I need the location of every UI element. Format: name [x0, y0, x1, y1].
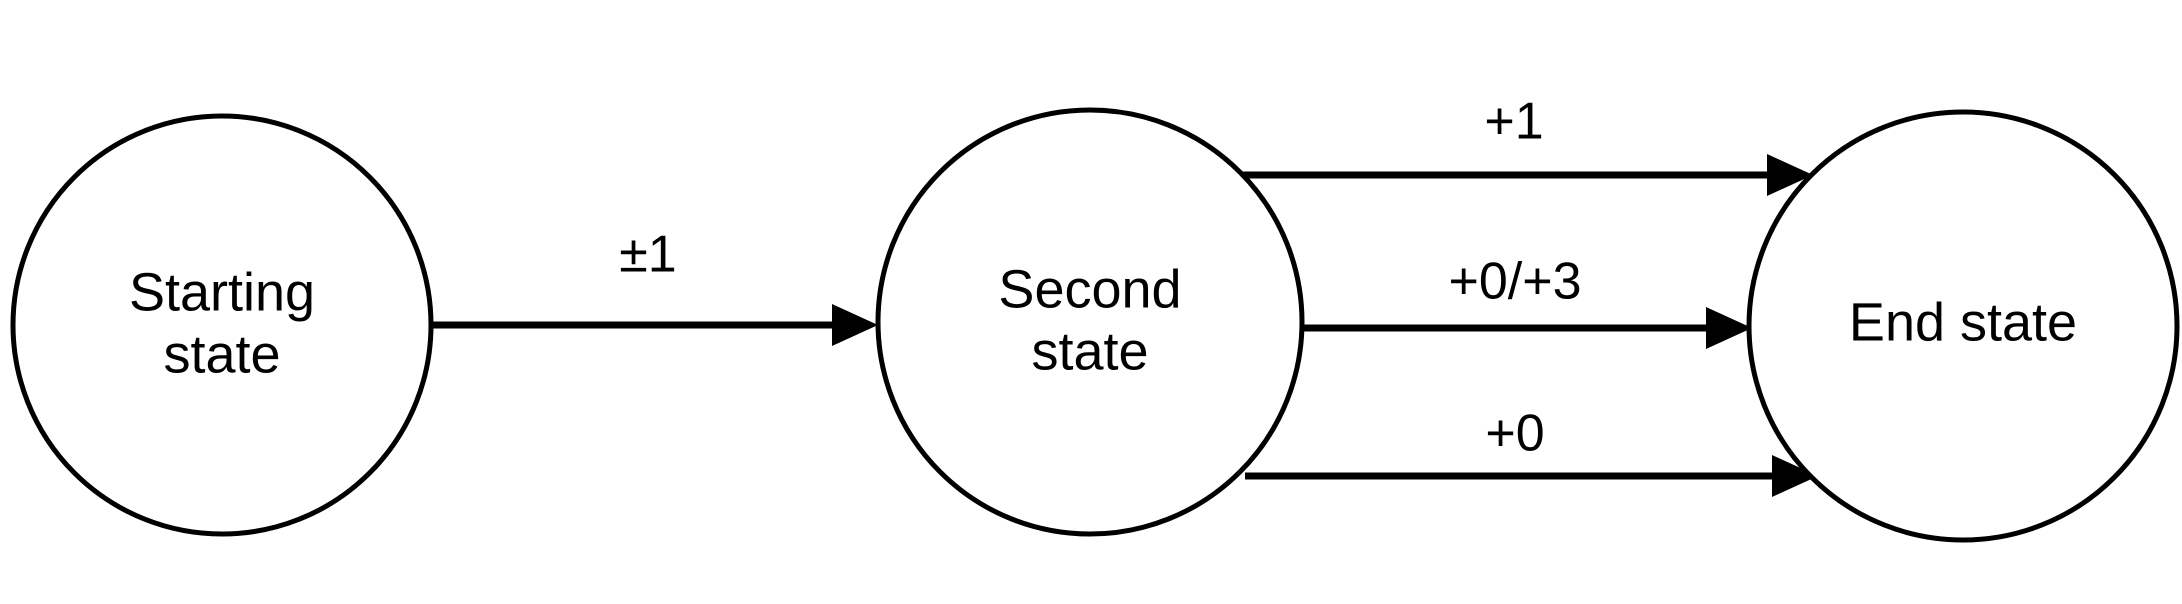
arrowhead-second-to-end-middle [1706, 307, 1752, 349]
edge-second-to-end-middle [1302, 307, 1752, 349]
node-starting-state[interactable]: Starting state [10, 113, 434, 537]
node-label-starting-state-line1: Starting [129, 262, 315, 322]
node-second-state[interactable]: Second state [875, 107, 1305, 537]
arrowhead-second-to-end-bottom [1772, 455, 1818, 497]
edge-label-second-to-end-top: +1 [1484, 93, 1543, 151]
node-label-second-state-line2: state [1031, 321, 1148, 381]
node-circle-second-state[interactable] [875, 107, 1305, 537]
edge-start-to-second [431, 304, 878, 346]
node-end-state[interactable]: End state [1746, 109, 2180, 543]
node-circle-end-state[interactable] [1746, 109, 2180, 543]
edge-second-to-end-top [1235, 154, 1813, 196]
edge-label-second-to-end-middle: +0/+3 [1448, 253, 1581, 311]
node-label-starting-state-line2: state [163, 324, 280, 384]
arrowhead-second-to-end-top [1767, 154, 1813, 196]
node-label-second-state-line1: Second [998, 259, 1181, 319]
arrowhead-start-to-second [832, 304, 878, 346]
node-circle-starting-state[interactable] [10, 113, 434, 537]
edge-label-start-to-second: ±1 [619, 226, 676, 284]
node-label-end-state-line1: End state [1849, 292, 2077, 352]
edge-label-second-to-end-bottom: +0 [1485, 405, 1544, 463]
edge-second-to-end-bottom [1245, 455, 1818, 497]
